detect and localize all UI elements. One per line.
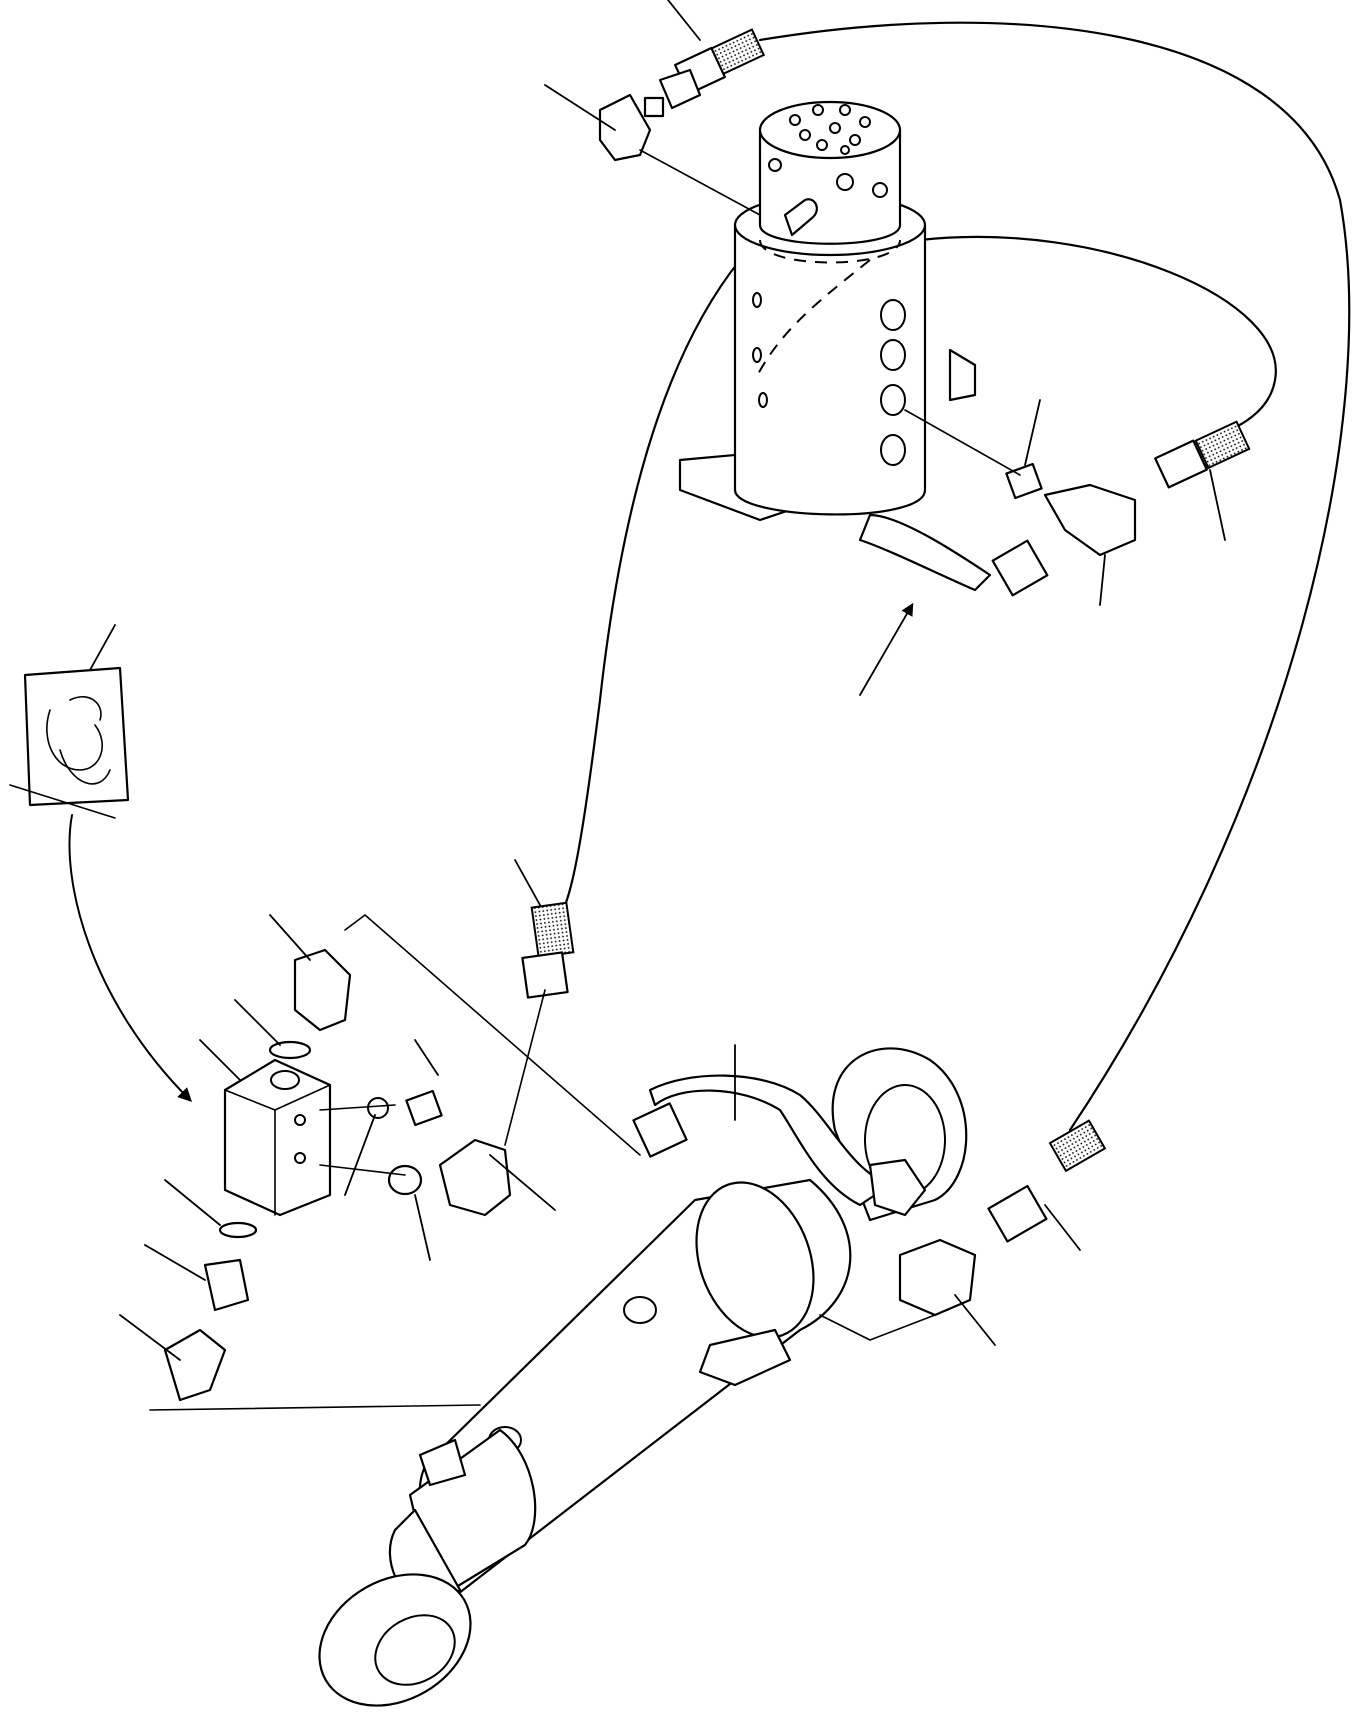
seal-kit-bag[interactable] (9, 666, 130, 819)
hose-group (563, 21, 1351, 1132)
lower-elbow-fitting[interactable] (163, 1328, 227, 1402)
o-ring-upper[interactable] (268, 1040, 312, 1060)
elbow-fitting-right-of-block[interactable] (438, 1138, 512, 1217)
hose-right-short[interactable] (918, 235, 1277, 437)
valve-block[interactable] (223, 1058, 332, 1217)
cylinder-tee-fitting[interactable] (898, 1238, 977, 1317)
upper-elbow-fitting[interactable] (293, 948, 352, 1032)
center-hose-end[interactable] (521, 901, 575, 999)
right-tee-fitting[interactable] (1043, 483, 1137, 557)
o-ring-lower[interactable] (218, 1221, 258, 1239)
connection-lines (149, 149, 1021, 1411)
top-elbow-fitting[interactable] (598, 93, 665, 162)
connector-fitting[interactable] (1005, 462, 1043, 500)
leader-lines (89, 0, 1226, 1361)
straight-adapter[interactable] (203, 1258, 250, 1312)
right-hose-end[interactable] (1154, 420, 1251, 489)
seal-kit-arrow (68, 814, 192, 1102)
hose-right-loop[interactable] (758, 21, 1351, 1132)
indicator-arrow-upper (859, 602, 914, 696)
hydraulic-cylinder[interactable] (296, 1047, 968, 1719)
cap-nut[interactable] (367, 1089, 443, 1127)
swivel-joint[interactable] (678, 100, 977, 522)
tube-bend-swivel[interactable] (858, 513, 1049, 597)
o-ring-mid[interactable] (387, 1164, 423, 1196)
top-hose-end[interactable] (658, 28, 766, 110)
hose-left-long[interactable] (563, 258, 742, 907)
cylinder-hose-end[interactable] (987, 1119, 1107, 1243)
cylinder-tube-bend[interactable] (632, 1074, 927, 1217)
